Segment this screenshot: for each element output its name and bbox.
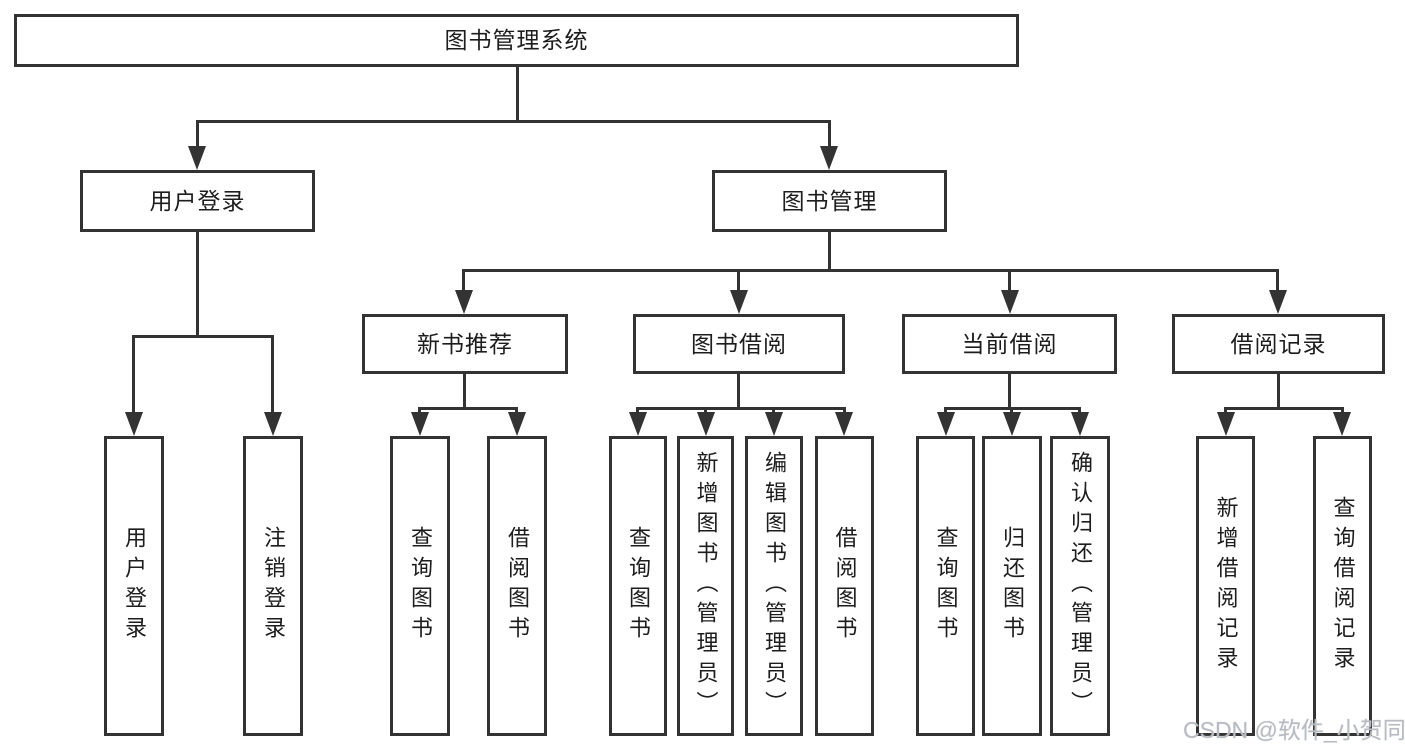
arrowhead-down-icon (455, 290, 473, 314)
connector-bb-trunk (737, 374, 740, 410)
node-user-login-group: 用户登录 (80, 170, 315, 232)
node-bb-edit-books: 编辑图书（管理员） (745, 436, 803, 736)
node-user-login-group-label: 用户登录 (149, 187, 246, 214)
arrowhead-down-icon (508, 412, 526, 436)
arrowhead-down-icon (1071, 412, 1089, 436)
node-rec-query-books: 查询图书 (390, 436, 450, 736)
node-bb-query-books: 查询图书 (609, 436, 667, 736)
connector-mgmt-horizontal (462, 269, 1279, 272)
arrowhead-down-icon (264, 412, 282, 436)
node-bb-add-books-label: 新增图书（管理员） (693, 451, 719, 721)
connector-mgmt-trunk (828, 232, 831, 272)
connector-drop-borrow-records (1276, 269, 1279, 293)
arrowhead-down-icon (411, 412, 429, 436)
node-bb-query-books-label: 查询图书 (626, 526, 651, 646)
node-rec-query-books-label: 查询图书 (408, 526, 433, 646)
connector-drop-mgmt-group (828, 120, 831, 150)
arrowhead-down-icon (937, 412, 955, 436)
connector-drop-user-login (132, 335, 135, 415)
node-cb-confirm-return: 确认归还（管理员） (1050, 436, 1110, 736)
node-br-add-record-label: 新增借阅记录 (1213, 496, 1239, 676)
node-bb-edit-books-label: 编辑图书（管理员） (762, 451, 787, 721)
connector-level2-horizontal (196, 120, 831, 123)
node-user-login: 用户登录 (104, 436, 164, 736)
arrowhead-down-icon (629, 412, 647, 436)
connector-br-horizontal (1224, 407, 1344, 410)
node-cb-confirm-return-label: 确认归还（管理员） (1068, 451, 1093, 721)
node-book-borrow: 图书借阅 (633, 314, 845, 374)
arrowhead-down-icon (697, 412, 715, 436)
node-rec-borrow-books: 借阅图书 (487, 436, 547, 736)
node-logout-label: 注销登录 (261, 526, 286, 646)
connector-br-trunk (1277, 374, 1280, 410)
arrowhead-down-icon (1333, 412, 1351, 436)
node-user-login-label: 用户登录 (122, 526, 147, 646)
node-current-borrow: 当前借阅 (902, 314, 1117, 374)
connector-drop-user-group (196, 120, 199, 150)
node-book-borrow-label: 图书借阅 (691, 330, 787, 357)
arrowhead-down-icon (125, 412, 143, 436)
connector-user-trunk (196, 232, 199, 338)
connector-user-horizontal (132, 335, 274, 338)
arrowhead-down-icon (1001, 290, 1019, 314)
node-cb-query-books: 查询图书 (916, 436, 975, 736)
arrowhead-down-icon (820, 146, 838, 170)
node-book-mgmt-group: 图书管理 (712, 170, 947, 232)
node-root: 图书管理系统 (14, 14, 1019, 67)
node-bb-borrow-books-label: 借阅图书 (832, 526, 858, 646)
node-book-mgmt-group-label: 图书管理 (781, 187, 878, 214)
csdn-watermark: CSDN @软件_小贺同学 (1183, 717, 1405, 743)
connector-drop-new-book-rec (462, 269, 465, 293)
arrowhead-down-icon (1217, 412, 1235, 436)
node-borrow-records: 借阅记录 (1172, 314, 1385, 374)
node-cb-return-books-label: 归还图书 (1000, 526, 1025, 646)
node-bb-borrow-books: 借阅图书 (815, 436, 874, 736)
arrowhead-down-icon (188, 146, 206, 170)
arrowhead-down-icon (730, 290, 748, 314)
connector-bb-horizontal (636, 407, 846, 410)
node-logout: 注销登录 (243, 436, 303, 736)
connector-drop-book-borrow (737, 269, 740, 293)
node-br-query-record-label: 查询借阅记录 (1330, 496, 1356, 676)
arrowhead-down-icon (1003, 412, 1021, 436)
arrowhead-down-icon (765, 412, 783, 436)
node-cb-query-books-label: 查询图书 (933, 526, 959, 646)
connector-rec-horizontal (418, 407, 518, 410)
node-current-borrow-label: 当前借阅 (961, 330, 1058, 357)
node-root-label: 图书管理系统 (444, 27, 589, 53)
node-bb-add-books: 新增图书（管理员） (677, 436, 734, 736)
node-new-book-rec-label: 新书推荐 (417, 330, 513, 357)
connector-drop-logout (271, 335, 274, 415)
node-br-add-record: 新增借阅记录 (1196, 436, 1255, 736)
node-cb-return-books: 归还图书 (982, 436, 1042, 736)
connector-cb-trunk (1008, 374, 1011, 410)
arrowhead-down-icon (835, 412, 853, 436)
connector-root-trunk (516, 67, 519, 123)
node-new-book-rec: 新书推荐 (362, 314, 568, 374)
node-borrow-records-label: 借阅记录 (1230, 330, 1327, 357)
node-rec-borrow-books-label: 借阅图书 (505, 526, 530, 646)
node-br-query-record: 查询借阅记录 (1313, 436, 1372, 736)
connector-drop-current-borrow (1008, 269, 1011, 293)
connector-rec-trunk (463, 374, 466, 410)
arrowhead-down-icon (1269, 290, 1287, 314)
